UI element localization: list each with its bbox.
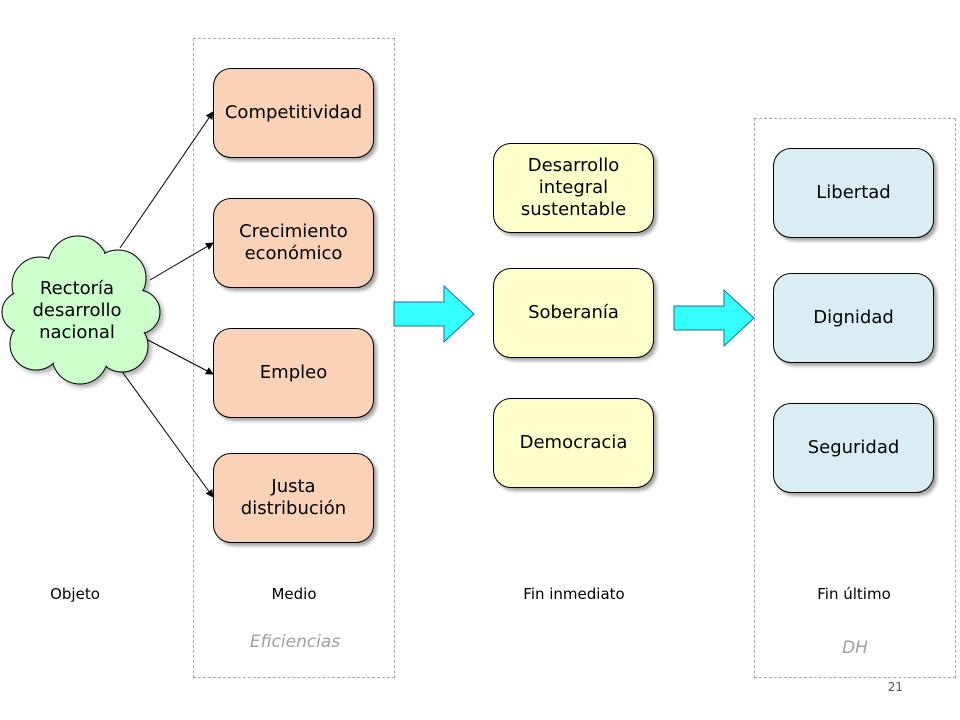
box-crecimiento-economico: Crecimiento económico: [213, 198, 374, 288]
group-label-dh: DH: [842, 638, 868, 658]
column-label-objeto: Objeto: [50, 585, 100, 603]
box-empleo: Empleo: [213, 328, 374, 418]
box-desarrollo-integral: Desarrollo integral sustentable: [493, 143, 654, 233]
box-libertad: Libertad: [773, 148, 934, 238]
group-label-eficiencias: Eficiencias: [249, 632, 341, 652]
block-arrow-1: [393, 284, 475, 344]
box-seguridad: Seguridad: [773, 403, 934, 493]
box-competitividad: Competitividad: [213, 68, 374, 158]
cloud-label-rectoria: Rectoría desarrollo nacional: [32, 278, 122, 343]
box-dignidad: Dignidad: [773, 273, 934, 363]
column-label-fin-ultimo: Fin último: [817, 585, 891, 603]
connector-competitividad: [119, 111, 214, 249]
box-justa-distribucion: Justa distribución: [213, 453, 374, 543]
page-number: 21: [887, 680, 903, 694]
connector-empleo: [147, 339, 214, 375]
medio-group-frame: [193, 38, 395, 678]
block-arrow-2: [673, 288, 755, 348]
box-soberania: Soberanía: [493, 268, 654, 358]
connector-crecimiento: [149, 242, 214, 281]
fin-ultimo-group-frame: [754, 118, 956, 678]
column-label-fin-inmediato: Fin inmediato: [523, 585, 625, 603]
box-democracia: Democracia: [493, 398, 654, 488]
column-label-medio: Medio: [271, 585, 317, 603]
connector-justa: [117, 365, 214, 498]
